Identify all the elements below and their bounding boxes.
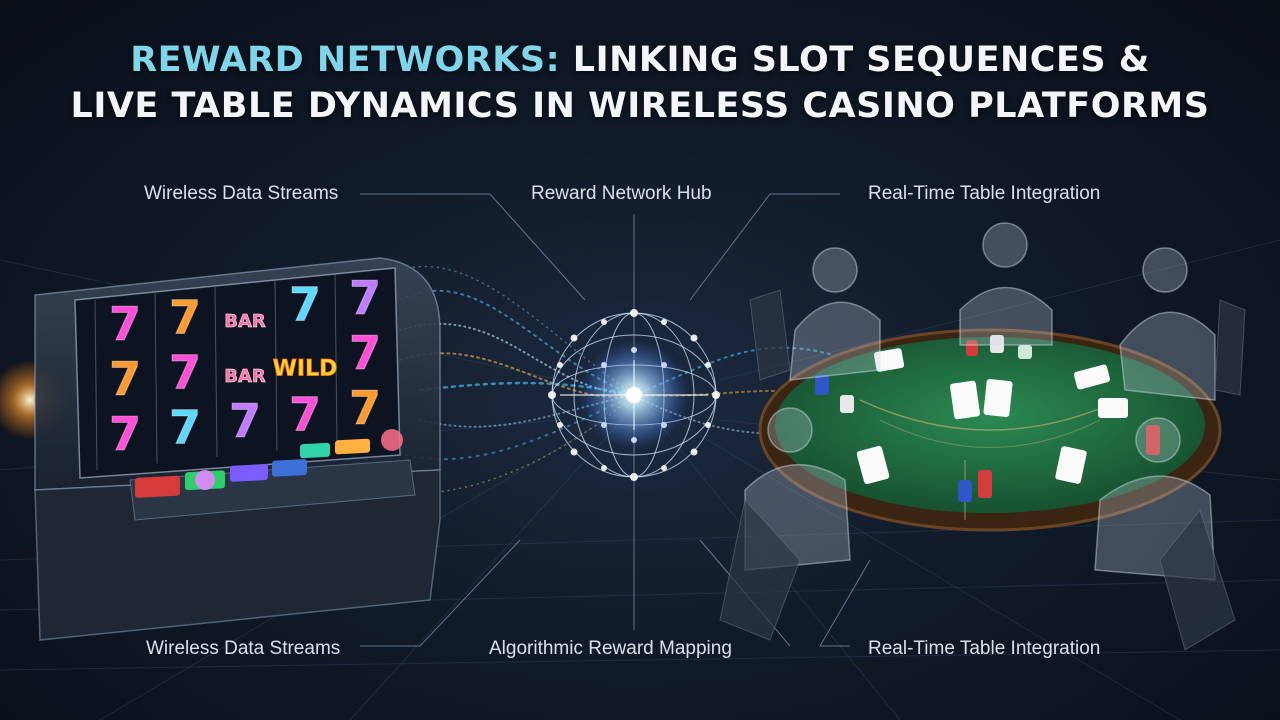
chip-stacks [815,335,1160,502]
reel-symbol: 7 [349,326,381,380]
chairs [719,289,1246,651]
label-bottom-center: Algorithmic Reward Mapping [489,638,732,659]
reel-symbol: 7 [169,346,201,400]
reel-divider [94,299,98,471]
playing-cards [856,348,1128,485]
reel-symbol: 7 [109,407,141,461]
slot-buttons [135,429,403,498]
reel-symbol: 7 [349,381,381,435]
slot-machine [34,257,441,641]
players [744,222,1216,581]
reel-symbol: BAR [224,311,266,332]
reel-divider [274,280,278,451]
title-rest: LINKING SLOT SEQUENCES & [560,40,1150,80]
page-title-line2: LIVE TABLE DYNAMICS IN WIRELESS CASINO P… [70,86,1210,126]
reel-symbol: 7 [169,291,201,345]
reel-symbol: 7 [109,297,141,351]
reel-symbol: 7 [289,278,321,332]
label-bottom-left: Wireless Data Streams [146,638,341,659]
reel-divider [154,293,158,464]
reel-symbol: 7 [169,401,201,455]
label-top-left: Wireless Data Streams [144,183,339,204]
title-accent: REWARD NETWORKS: [130,40,561,80]
reel-divider [214,286,218,458]
reel-symbol: BAR [224,366,266,387]
reel-symbol: WILD [273,357,338,382]
label-bottom-right: Real-Time Table Integration [868,638,1101,659]
reel-symbol: 7 [349,271,381,325]
reel-symbol: 7 [229,394,261,448]
reel-divider [334,273,338,445]
reel-symbol: 7 [109,352,141,406]
reel-symbol: 7 [289,388,321,442]
label-top-right: Real-Time Table Integration [868,183,1101,204]
page-title-line1: REWARD NETWORKS: LINKING SLOT SEQUENCES … [0,38,1280,82]
label-top-center: Reward Network Hub [531,183,712,204]
